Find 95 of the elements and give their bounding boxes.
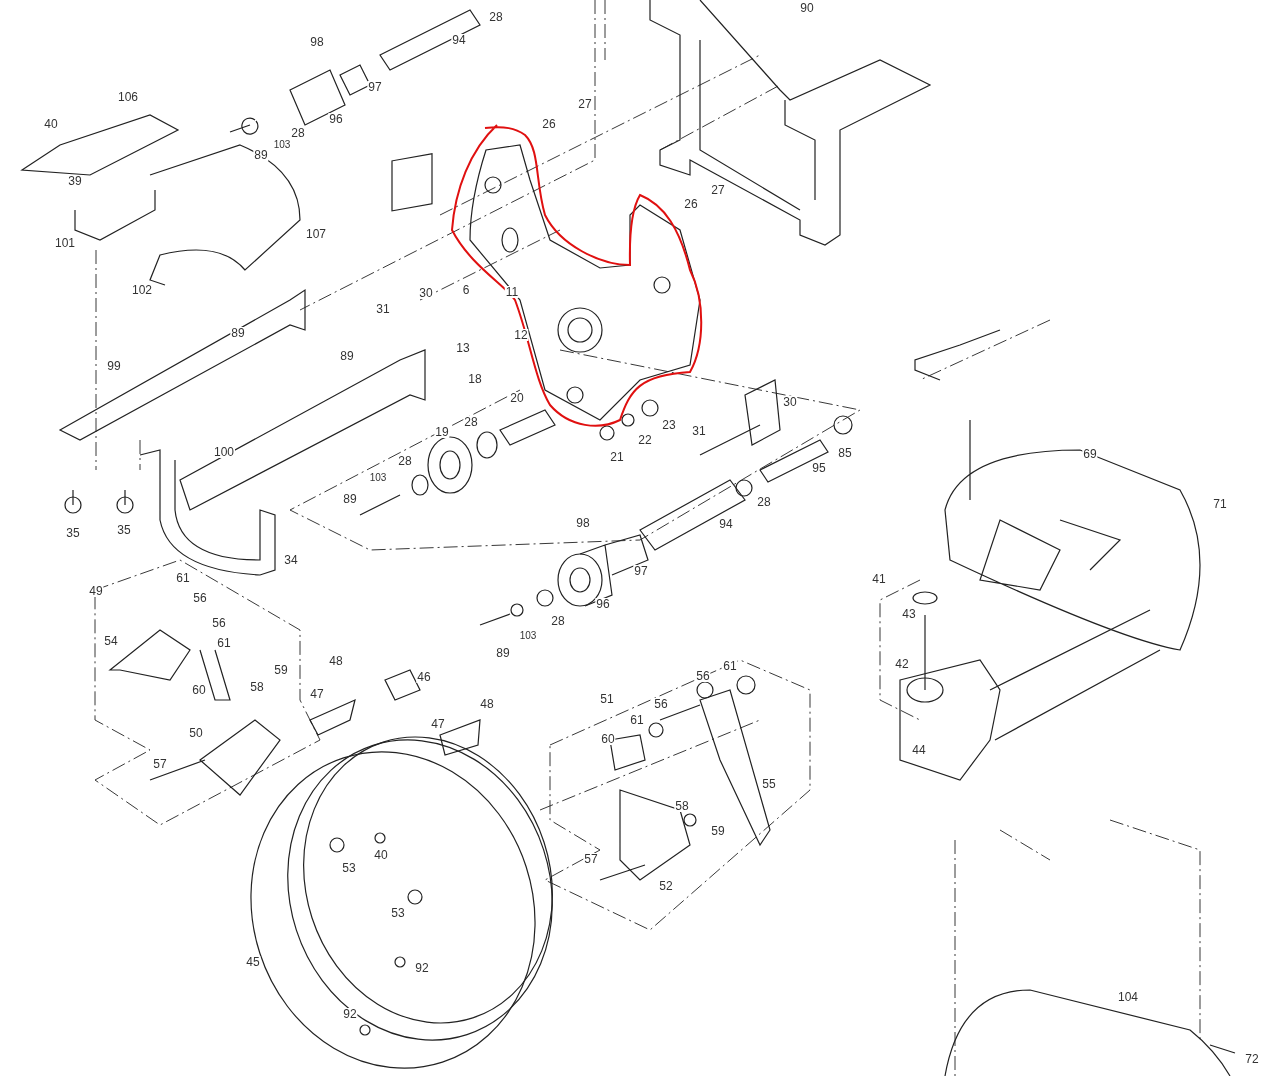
- callout-number: 97: [367, 81, 383, 93]
- callout-number: 45: [245, 956, 261, 968]
- callout-number: 72: [1244, 1053, 1260, 1065]
- callout-number: 94: [718, 518, 734, 530]
- callout-number: 35: [116, 524, 132, 536]
- callout-number: 95: [811, 462, 827, 474]
- callout-number: 35: [65, 527, 81, 539]
- callout-number: 56: [211, 617, 227, 629]
- callout-number: 52: [658, 880, 674, 892]
- callout-number: 50: [188, 727, 204, 739]
- callout-number: 85: [837, 447, 853, 459]
- callout-number: 48: [328, 655, 344, 667]
- callout-number: 59: [710, 825, 726, 837]
- callout-number: 39: [67, 175, 83, 187]
- callout-number: 103: [518, 631, 538, 641]
- callout-number: 61: [629, 714, 645, 726]
- callout-number: 28: [756, 496, 772, 508]
- callout-number: 58: [249, 681, 265, 693]
- callout-number: 97: [633, 565, 649, 577]
- callout-number: 43: [901, 608, 917, 620]
- callout-number: 53: [341, 862, 357, 874]
- callout-number: 107: [305, 228, 327, 240]
- callout-number: 92: [414, 962, 430, 974]
- callout-number: 27: [710, 184, 726, 196]
- callout-number: 27: [577, 98, 593, 110]
- callout-number: 56: [653, 698, 669, 710]
- callout-number: 61: [175, 572, 191, 584]
- callout-number: 57: [152, 758, 168, 770]
- callout-number: 28: [488, 11, 504, 23]
- callout-number: 47: [430, 718, 446, 730]
- callout-number: 20: [509, 392, 525, 404]
- callout-number: 30: [782, 396, 798, 408]
- callout-number: 103: [272, 140, 292, 150]
- callout-number: 56: [695, 670, 711, 682]
- callout-number: 59: [273, 664, 289, 676]
- callout-number: 40: [373, 849, 389, 861]
- callout-number: 104: [1117, 991, 1139, 1003]
- callout-number: 89: [342, 493, 358, 505]
- callout-number: 48: [479, 698, 495, 710]
- callout-number: 89: [230, 327, 246, 339]
- callout-number: 96: [595, 598, 611, 610]
- callout-number: 26: [541, 118, 557, 130]
- callout-number: 12: [513, 329, 529, 341]
- callout-number: 71: [1212, 498, 1228, 510]
- callout-number: 42: [894, 658, 910, 670]
- callout-number: 89: [339, 350, 355, 362]
- callout-number: 11: [504, 286, 520, 298]
- callout-number: 46: [416, 671, 432, 683]
- callout-number: 69: [1082, 448, 1098, 460]
- callout-number: 44: [911, 744, 927, 756]
- callout-number: 89: [253, 149, 269, 161]
- callout-number: 26: [683, 198, 699, 210]
- callout-number: 19: [434, 426, 450, 438]
- callout-number: 28: [397, 455, 413, 467]
- callout-number: 51: [599, 693, 615, 705]
- callout-number: 57: [583, 853, 599, 865]
- callout-number: 98: [309, 36, 325, 48]
- callout-number: 98: [575, 517, 591, 529]
- callout-number: 53: [390, 907, 406, 919]
- callout-number: 96: [328, 113, 344, 125]
- callout-number: 30: [418, 287, 434, 299]
- callout-number: 54: [103, 635, 119, 647]
- callout-number: 58: [674, 800, 690, 812]
- callout-number: 92: [342, 1008, 358, 1020]
- callout-number: 31: [375, 303, 391, 315]
- callout-number: 47: [309, 688, 325, 700]
- callout-number: 41: [871, 573, 887, 585]
- callout-number: 6: [461, 284, 471, 296]
- callout-number: 28: [550, 615, 566, 627]
- callout-number: 40: [43, 118, 59, 130]
- callout-number: 106: [117, 91, 139, 103]
- callout-number: 18: [467, 373, 483, 385]
- callout-number: 60: [600, 733, 616, 745]
- callout-number: 102: [131, 284, 153, 296]
- callout-number: 94: [451, 34, 467, 46]
- callout-number: 89: [495, 647, 511, 659]
- callout-number: 49: [88, 585, 104, 597]
- callout-number: 34: [283, 554, 299, 566]
- callout-number: 101: [54, 237, 76, 249]
- callout-number: 60: [191, 684, 207, 696]
- callout-number: 23: [661, 419, 677, 431]
- callout-number: 100: [213, 446, 235, 458]
- callout-number: 55: [761, 778, 777, 790]
- callout-number: 13: [455, 342, 471, 354]
- callout-number: 56: [192, 592, 208, 604]
- callout-number: 61: [216, 637, 232, 649]
- callout-number: 61: [722, 660, 738, 672]
- callout-number: 28: [290, 127, 306, 139]
- callout-number: 31: [691, 425, 707, 437]
- callout-number: 22: [637, 434, 653, 446]
- callout-number: 21: [609, 451, 625, 463]
- callout-number: 99: [106, 360, 122, 372]
- callout-number: 90: [799, 2, 815, 14]
- callout-number: 103: [368, 473, 388, 483]
- callout-number: 28: [463, 416, 479, 428]
